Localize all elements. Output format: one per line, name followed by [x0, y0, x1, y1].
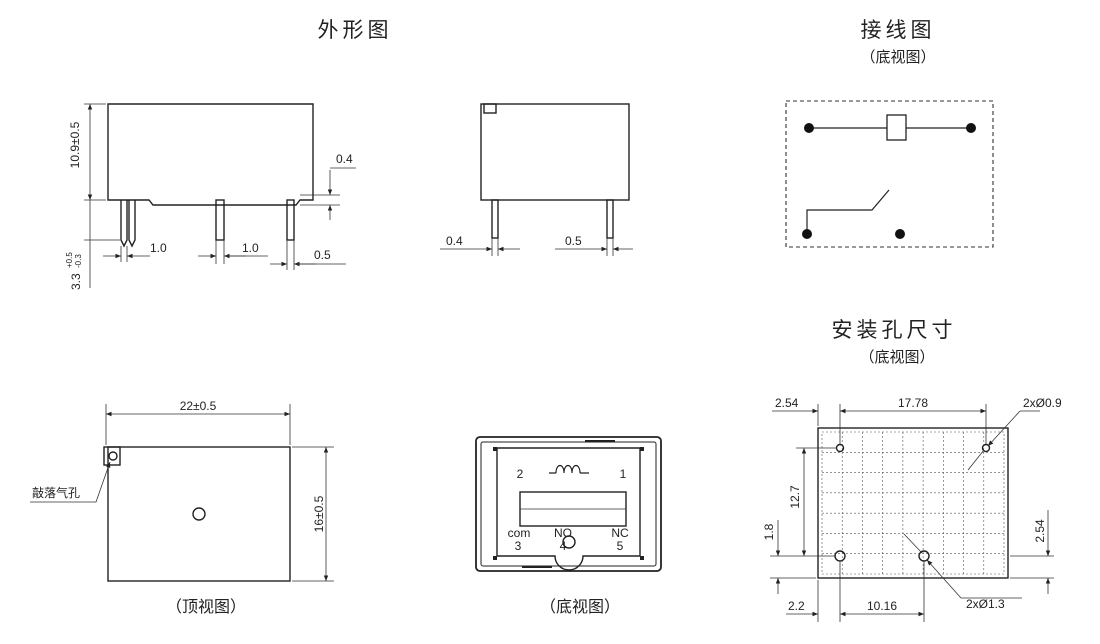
- coil-terminal-right: [966, 123, 976, 133]
- mounting-title: 安装孔尺寸: [832, 318, 957, 342]
- bottom-view: 2 1 com 3 NO 4 NC 5 （底视图）: [475, 436, 662, 616]
- pitch-x2-label: 10.16: [867, 599, 897, 613]
- end-view-body: [480, 103, 630, 201]
- vent-hole: [108, 451, 118, 461]
- end-pin-width-label: 0.5: [565, 234, 582, 248]
- corner-mark-br: [640, 556, 644, 560]
- wiring-diagram: [785, 100, 994, 248]
- end-pin-right: [606, 199, 614, 239]
- top-view: 22±0.5 16±0.5 敲落气孔 （顶视图）: [30, 399, 334, 616]
- length-label: 22±0.5: [180, 399, 217, 413]
- width-label: 16±0.5: [312, 495, 326, 532]
- no-terminal: [895, 229, 905, 239]
- side-pin-3: [215, 199, 225, 241]
- pin-no-label: NO: [554, 526, 572, 540]
- outline-title: 外形图: [318, 18, 393, 42]
- hole-large-2: [918, 550, 930, 562]
- pin-width-b-label: 1.0: [242, 241, 259, 255]
- top-center-mark: [192, 507, 206, 521]
- wiring-title: 接线图: [861, 18, 936, 42]
- pin-length-tol-plus: +0.5: [65, 252, 74, 268]
- bottom-view-caption: （底视图）: [540, 597, 620, 616]
- offset-x-label: 2.54: [775, 396, 799, 410]
- pitch-y-label: 12.7: [788, 485, 802, 509]
- top-view-body: [107, 446, 291, 582]
- bottom-recess: [496, 447, 641, 571]
- pin-length-label: 3.3: [69, 273, 83, 290]
- end-view: 0.4 0.5: [440, 103, 633, 256]
- pin-length-tol-minus: -0.3: [74, 254, 83, 268]
- hole-large-label: 2xØ1.3: [966, 597, 1005, 611]
- wiring-subtitle: （底视图）: [860, 48, 935, 66]
- pin-thickness-label: 0.4: [336, 152, 353, 166]
- bottom-inner-frame: [480, 441, 657, 567]
- hole-large-1: [834, 550, 846, 562]
- hole-small-leader: [987, 410, 1021, 447]
- pin-2-label: 2: [517, 467, 524, 481]
- side-view: 10.9±0.5 3.3 +0.5 -0.3 0.4 1.0 1.0 0.5: [65, 103, 356, 290]
- wiring-frame: [785, 100, 994, 248]
- pitch-x-label: 17.78: [898, 396, 928, 410]
- vent-tab: [103, 446, 121, 466]
- pin-width-c-label: 0.5: [314, 248, 331, 262]
- corner-mark-tr: [640, 447, 644, 451]
- pin-com-label: com: [508, 526, 531, 540]
- pin-nc-label: NC: [611, 526, 629, 540]
- side-pin-2: [128, 200, 136, 248]
- vent-leader: [30, 461, 111, 503]
- end-pin-left: [491, 199, 499, 239]
- corner-mark-bl: [493, 556, 497, 560]
- bottom-center-hole: [562, 535, 576, 549]
- coil-symbol: [886, 114, 907, 141]
- end-view-notch: [483, 103, 497, 114]
- pin-4-label: 4: [560, 539, 567, 553]
- mounting-subtitle: （底视图）: [859, 348, 934, 366]
- vent-label: 敲落气孔: [32, 485, 80, 500]
- coil-icon: [549, 464, 589, 474]
- pin-3-label: 3: [515, 539, 522, 553]
- side-pin-1: [120, 200, 128, 248]
- side-view-body: [107, 103, 314, 206]
- pin-width-a-label: 1.0: [150, 241, 167, 255]
- mounting-grid: [822, 432, 1004, 574]
- mounting-holes: 2.54 17.78 2xØ0.9 12.7 1.8 2.54 2.2 10.1…: [762, 396, 1062, 622]
- switch-contact: [806, 189, 890, 234]
- hole-small-1: [835, 443, 845, 453]
- coil-terminal-left: [804, 123, 814, 133]
- edge-x-label: 2.2: [788, 599, 805, 613]
- pin-1-label: 1: [620, 467, 627, 481]
- hole-small-leader-tail: [967, 449, 985, 471]
- corner-mark-tl: [493, 447, 497, 451]
- bottom-outer-frame: [475, 436, 662, 572]
- height-label: 10.9±0.5: [68, 121, 82, 168]
- offset-right-label: 2.54: [1033, 519, 1047, 543]
- common-terminal: [802, 229, 812, 239]
- pin-5-label: 5: [617, 539, 624, 553]
- side-pin-4: [286, 199, 295, 241]
- hole-small-label: 2xØ0.9: [1023, 396, 1062, 410]
- hole-large-leader-tail: [903, 533, 923, 554]
- end-pin-thickness-label: 0.4: [446, 234, 463, 248]
- mounting-outline: [817, 427, 1009, 579]
- top-view-caption: （顶视图）: [166, 597, 246, 616]
- offset-y-label: 1.8: [762, 523, 776, 540]
- hole-large-leader: [926, 559, 962, 599]
- mounting-inner-dash: [821, 431, 1005, 575]
- hole-small-2: [981, 443, 991, 453]
